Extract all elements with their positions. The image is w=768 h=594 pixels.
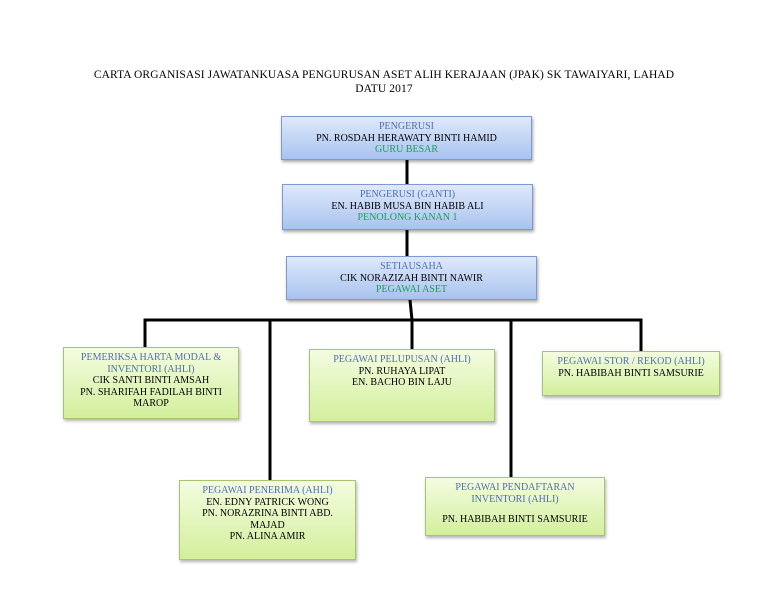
node-penerima-member: PN. NORAZRINA BINTI ABD.: [202, 508, 333, 519]
node-penerima: PEGAWAI PENERIMA (AHLI) EN. EDNY PATRICK…: [179, 480, 356, 560]
node-pengerusi: PENGERUSI PN. ROSDAH HERAWATY BINTI HAMI…: [281, 116, 532, 160]
node-setiausaha-role: SETIAUSAHA: [380, 261, 443, 272]
node-pelupusan-member: PN. RUHAYA LIPAT: [358, 365, 446, 377]
chart-title: CARTA ORGANISASI JAWATANKUASA PENGURUSAN…: [70, 68, 698, 96]
node-pengerusi-name: PN. ROSDAH HERAWATY BINTI HAMID: [316, 132, 497, 144]
node-stor: PEGAWAI STOR / REKOD (AHLI) PN. HABIBAH …: [542, 351, 720, 396]
node-setiausaha-position: PEGAWAI ASET: [375, 284, 448, 295]
node-pelupusan-role: PEGAWAI PELUPUSAN (AHLI): [333, 354, 471, 365]
node-pengerusi-ganti-name: EN. HABIB MUSA BIN HABIB ALI: [331, 200, 484, 212]
node-penerima-member: PN. ALINA AMIR: [229, 531, 306, 542]
node-pemeriksa-member: PN. SHARIFAH FADILAH BINTI: [80, 386, 222, 398]
node-stor-member: PN. HABIBAH BINTI SAMSURIE: [558, 367, 704, 379]
node-pengerusi-ganti: PENGERUSI (GANTI) EN. HABIB MUSA BIN HAB…: [282, 184, 533, 230]
node-setiausaha-name: CIK NORAZIZAH BINTI NAWIR: [340, 272, 483, 284]
node-pengerusi-role: PENGERUSI: [378, 121, 434, 132]
node-pelupusan-member: EN. BACHO BIN LAJU: [352, 377, 452, 388]
chart-title-line-2: DATU 2017: [355, 83, 413, 95]
node-penerima-member: MAJAD: [250, 519, 285, 531]
node-pemeriksa-role-line-2: INVENTORI (AHLI): [107, 363, 195, 375]
node-pengerusi-position: GURU BESAR: [374, 144, 439, 155]
node-setiausaha: SETIAUSAHA CIK NORAZIZAH BINTI NAWIR PEG…: [286, 256, 537, 300]
node-pemeriksa: PEMERIKSA HARTA MODAL & INVENTORI (AHLI)…: [63, 347, 239, 419]
node-stor-role: PEGAWAI STOR / REKOD (AHLI): [557, 356, 705, 367]
connector-setiausaha-to-bus: [408, 298, 414, 322]
node-pengerusi-ganti-position: PENOLONG KANAN 1: [357, 212, 458, 223]
chart-title-line-1: CARTA ORGANISASI JAWATANKUASA PENGURUSAN…: [93, 69, 675, 81]
node-pendaftaran: PEGAWAI PENDAFTARAN INVENTORI (AHLI) PN.…: [425, 477, 605, 536]
node-pendaftaran-role-line-1: PEGAWAI PENDAFTARAN: [455, 482, 575, 493]
node-pemeriksa-member: CIK SANTI BINTI AMSAH: [92, 375, 210, 386]
node-pemeriksa-role-line-1: PEMERIKSA HARTA MODAL &: [80, 352, 222, 363]
node-pendaftaran-spacer: [426, 505, 604, 514]
node-pelupusan: PEGAWAI PELUPUSAN (AHLI) PN. RUHAYA LIPA…: [309, 349, 495, 422]
node-penerima-role: PEGAWAI PENERIMA (AHLI): [202, 485, 333, 496]
node-pendaftaran-role-line-2: INVENTORI (AHLI): [471, 493, 559, 505]
node-pendaftaran-member: PN. HABIBAH BINTI SAMSURIE: [442, 514, 588, 525]
node-pemeriksa-member: MAROP: [133, 398, 169, 409]
node-penerima-member: EN. EDNY PATRICK WONG: [206, 496, 329, 508]
node-pengerusi-ganti-role: PENGERUSI (GANTI): [359, 189, 456, 200]
